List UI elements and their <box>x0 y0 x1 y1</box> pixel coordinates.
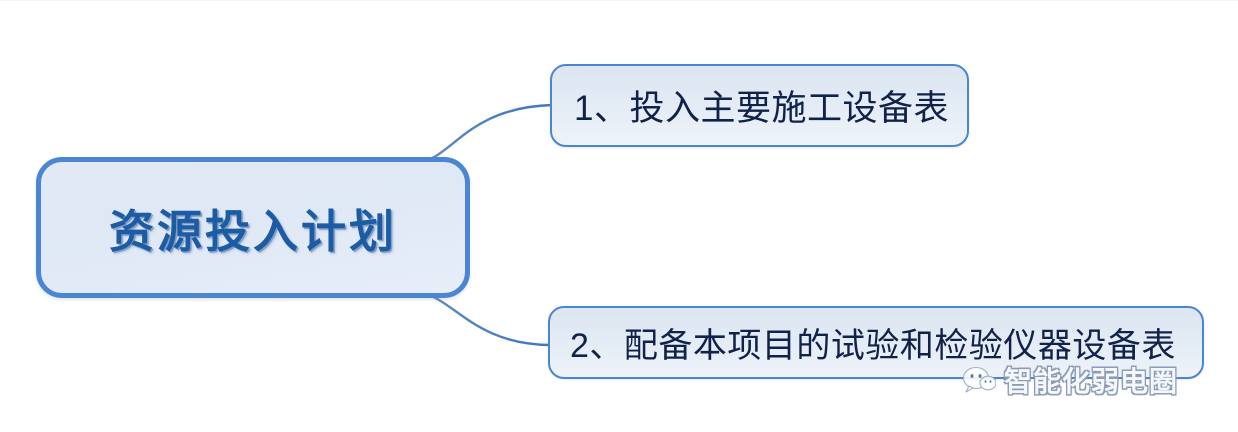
mindmap-root-label: 资源投入计划 <box>108 206 397 257</box>
mindmap-root-node[interactable]: 资源投入计划 <box>36 157 470 298</box>
connector-root-to-branch-1 <box>411 103 554 165</box>
mindmap-branch-node-1[interactable]: 1、投入主要施工设备表 <box>550 64 969 147</box>
top-hairline <box>0 0 1238 1</box>
mindmap-branch-label-1: 1、投入主要施工设备表 <box>574 89 949 128</box>
mindmap-branch-node-2[interactable]: 2、配备本项目的试验和检验仪器设备表 <box>548 306 1204 379</box>
mindmap-branch-label-2: 2、配备本项目的试验和检验仪器设备表 <box>570 327 1176 365</box>
connector-root-to-branch-2 <box>411 290 552 347</box>
